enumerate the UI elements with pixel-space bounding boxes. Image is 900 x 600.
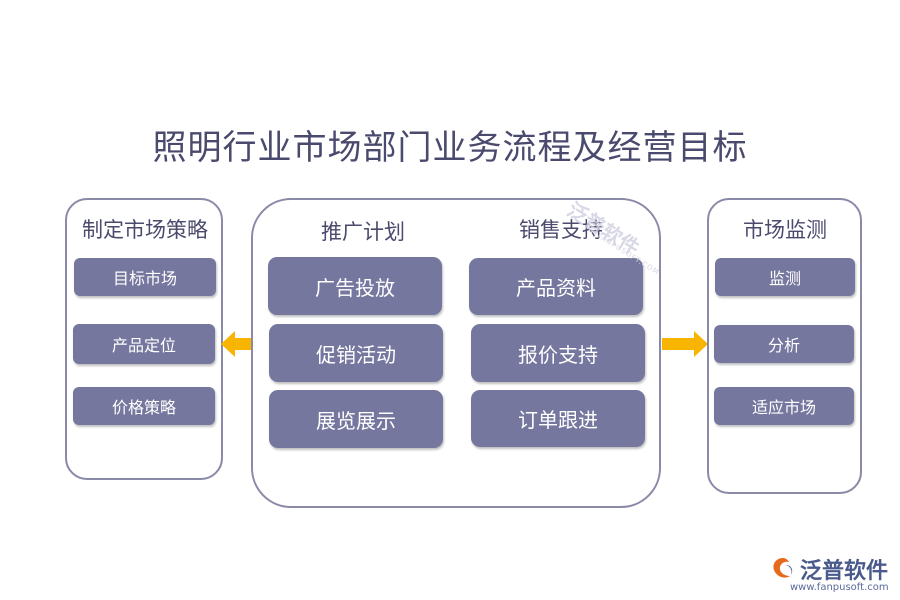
- panel-market-monitoring: 市场监测 监测 分析 适应市场: [707, 198, 862, 494]
- logo-name: 泛普软件: [800, 559, 889, 584]
- box-order-followup: 订单跟进: [471, 390, 645, 447]
- box-exhibition: 展览展示: [269, 390, 443, 448]
- box-ad-placement: 广告投放: [268, 257, 442, 315]
- panel-promotion-sales: 推广计划 销售支持 广告投放 促销活动 展览展示 产品资料 报价支持 订单跟进: [251, 198, 661, 508]
- arrow-left-icon: [221, 331, 259, 357]
- panel-market-strategy: 制定市场策略 目标市场 产品定位 价格策略: [65, 198, 223, 480]
- arrow-right-icon: [662, 331, 708, 357]
- panel-heading-promotion-plan: 推广计划: [321, 220, 405, 244]
- box-quote-support: 报价支持: [471, 324, 645, 382]
- box-analysis: 分析: [714, 325, 854, 363]
- box-adapt-market: 适应市场: [714, 387, 854, 425]
- logo-url: www.fanpusoft.com: [790, 582, 889, 593]
- brand-logo: 泛普软件: [770, 553, 888, 585]
- box-product-info: 产品资料: [469, 258, 643, 315]
- diagram-title: 照明行业市场部门业务流程及经营目标: [152, 128, 748, 168]
- panel-heading-market-monitoring: 市场监测: [743, 218, 827, 242]
- box-promotion-activity: 促销活动: [269, 324, 443, 382]
- fanpu-logo-icon: [773, 558, 793, 578]
- box-price-strategy: 价格策略: [73, 387, 215, 425]
- panel-heading-market-strategy: 制定市场策略: [82, 218, 208, 242]
- panel-heading-sales-support: 销售支持: [519, 218, 603, 242]
- box-monitoring: 监测: [715, 258, 855, 296]
- box-target-market: 目标市场: [74, 258, 216, 296]
- box-product-positioning: 产品定位: [73, 324, 215, 364]
